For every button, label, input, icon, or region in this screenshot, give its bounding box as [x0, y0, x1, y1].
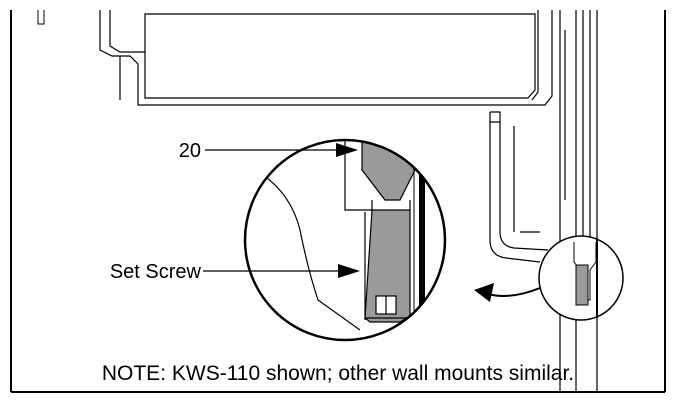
part-20-wedge: [361, 140, 416, 201]
mount-housing: [99, 10, 553, 106]
wall-bracket: [489, 10, 598, 392]
magnified-view: [243, 138, 447, 342]
callout-label-20: 20: [179, 140, 201, 162]
callout-label-set-screw: Set Screw: [110, 261, 202, 283]
callout-leaders: [203, 143, 360, 278]
note-text: NOTE: KWS-110 shown; other wall mounts s…: [102, 362, 574, 385]
top-left-tab: [37, 10, 45, 25]
zoom-arrow: [474, 283, 541, 302]
figure-frame: [10, 10, 666, 393]
inset-circle: [538, 235, 624, 321]
